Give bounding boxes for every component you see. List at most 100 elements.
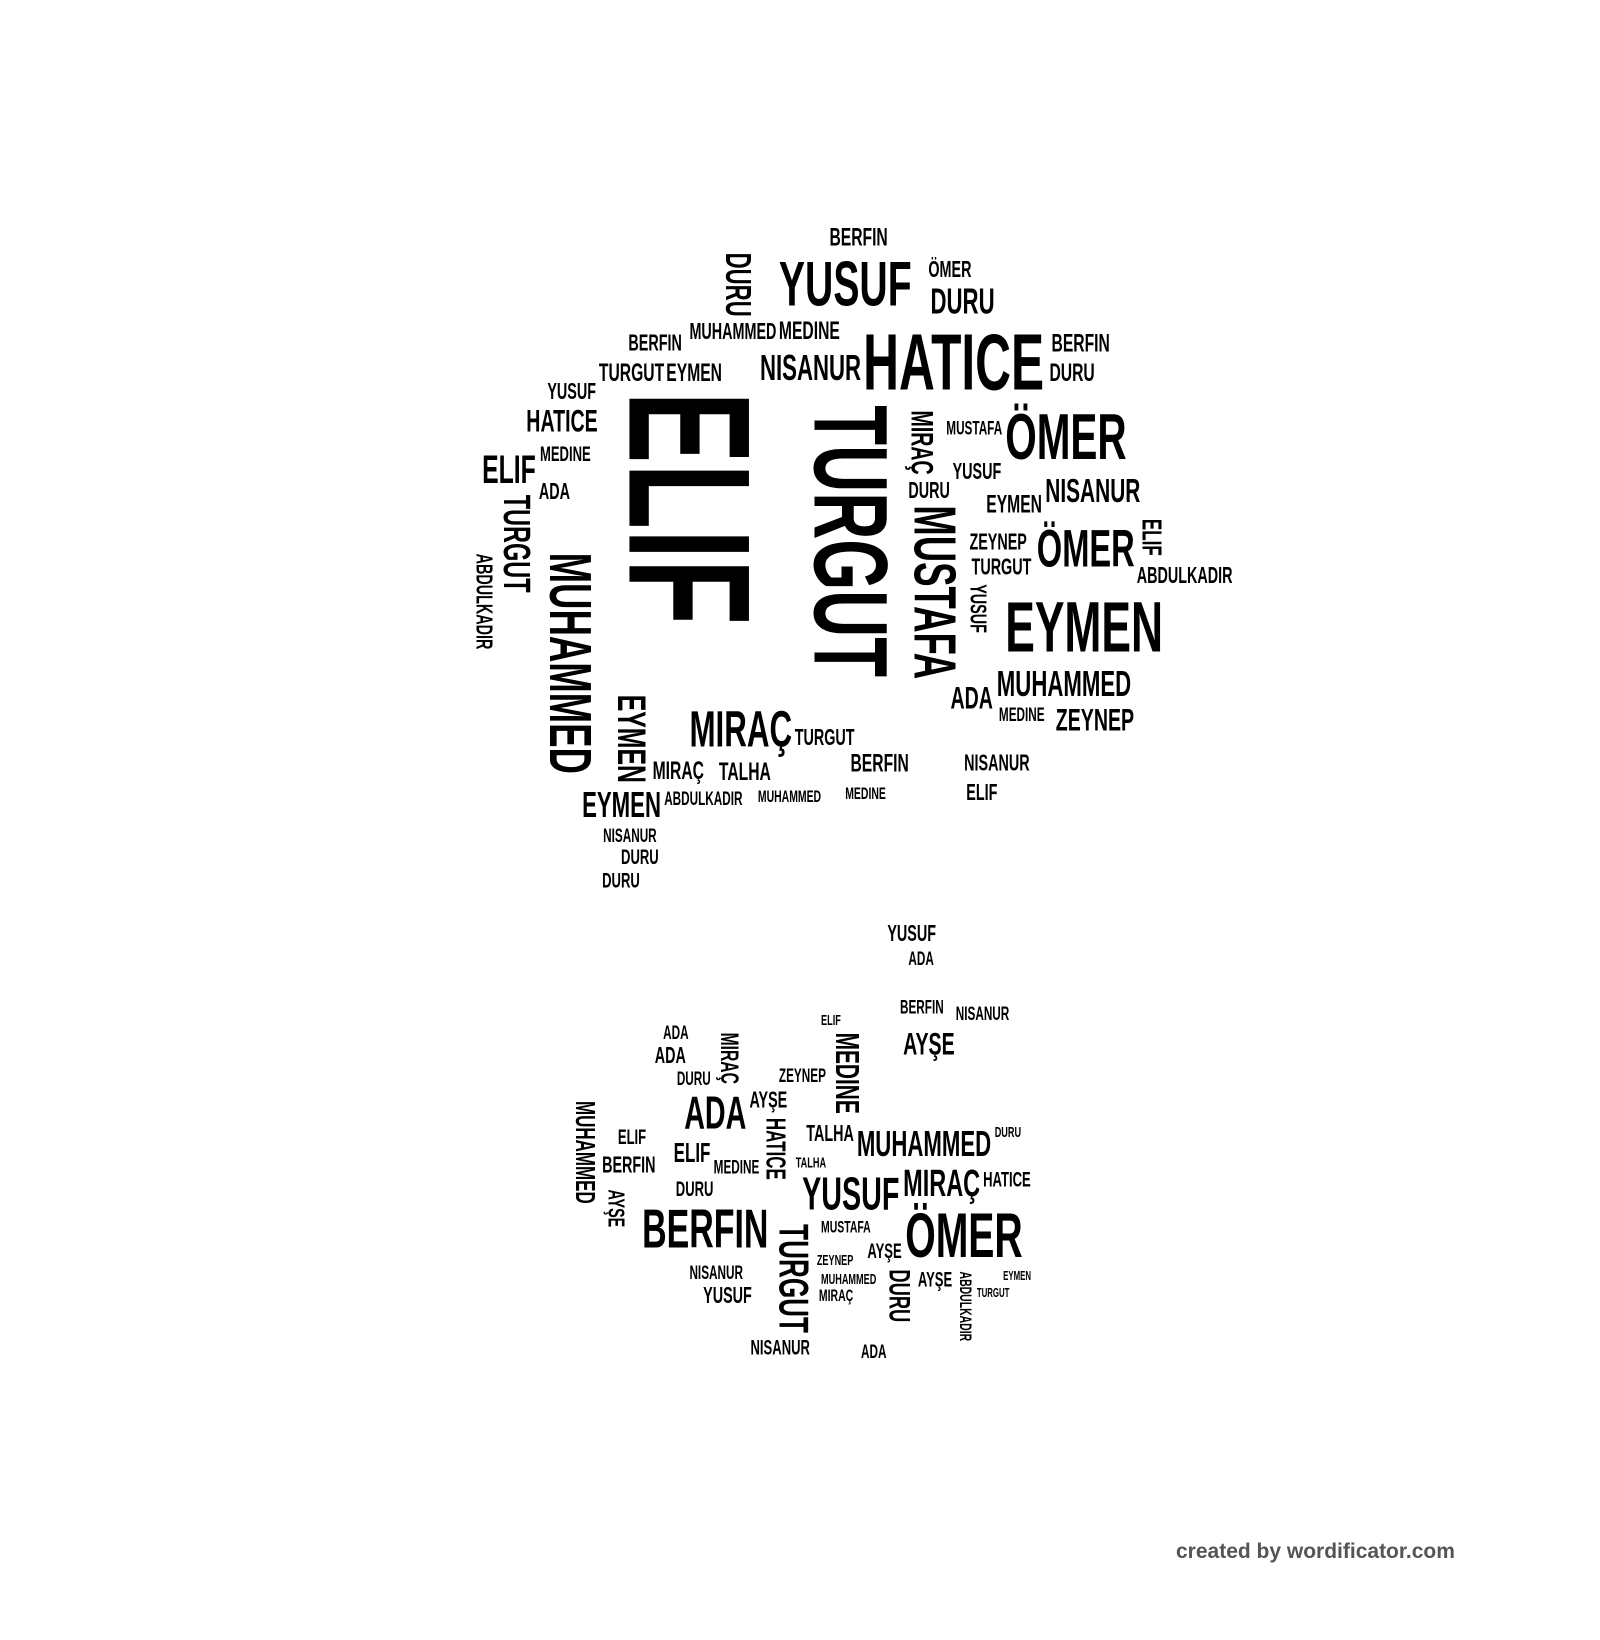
- word-abdulkadir: ABDULKADIR: [471, 553, 498, 650]
- word-muhammed: MUHAMMED: [689, 317, 777, 344]
- word-yusuf: YUSUF: [547, 377, 597, 404]
- word-medine: MEDINE: [845, 785, 886, 804]
- word-nisanur: NISANUR: [1044, 471, 1140, 509]
- word-eymen: EYMEN: [582, 785, 662, 826]
- word-mirac: MIRAÇ: [818, 1287, 854, 1306]
- word-muhammed: MUHAMMED: [996, 663, 1131, 704]
- word-nisanur: NISANUR: [750, 1336, 810, 1360]
- word-elif-large: ELIF: [592, 391, 787, 625]
- word-ada: ADA: [654, 1042, 686, 1069]
- word-duru: DURU: [675, 1177, 714, 1202]
- word-mirac: MIRAÇ: [903, 1161, 981, 1205]
- word-hatice: HATICE: [759, 1117, 792, 1180]
- word-zeynep: ZEYNEP: [1055, 703, 1135, 739]
- word-nisanur: NISANUR: [955, 1003, 1010, 1025]
- word-mustafa: MUSTAFA: [902, 505, 969, 680]
- word-elif: ELIF: [673, 1136, 711, 1169]
- word-mirac: MIRAÇ: [904, 410, 939, 475]
- word-omer: ÖMER: [928, 255, 972, 282]
- word-duru: DURU: [621, 846, 659, 870]
- word-eymen: EYMEN: [1002, 1268, 1031, 1284]
- word-talha: TALHA: [806, 1119, 854, 1147]
- word-duru: DURU: [602, 869, 640, 893]
- word-medine: MEDINE: [999, 703, 1046, 725]
- word-omer: ÖMER: [1036, 518, 1135, 578]
- word-muhammed: MUHAMMED: [856, 1124, 992, 1165]
- word-eymen: EYMEN: [1005, 587, 1164, 668]
- word-duru: DURU: [883, 1269, 916, 1323]
- word-nisanur: NISANUR: [689, 1262, 743, 1284]
- word-ayse: AYŞE: [867, 1239, 902, 1263]
- word-nisanur: NISANUR: [603, 825, 657, 847]
- word-medine: MEDINE: [828, 1032, 867, 1114]
- word-yusuf: YUSUF: [887, 919, 937, 947]
- word-yusuf: YUSUF: [703, 1282, 752, 1309]
- word-ayse: AYŞE: [749, 1086, 788, 1113]
- word-abdulkadir: ABDULKADIR: [664, 788, 743, 810]
- word-eymen: EYMEN: [666, 358, 723, 388]
- word-yusuf: YUSUF: [952, 457, 1002, 484]
- word-ada: ADA: [684, 1087, 747, 1139]
- word-zeynep: ZEYNEP: [778, 1065, 826, 1087]
- word-duru: DURU: [994, 1123, 1022, 1140]
- word-mirac: MIRAÇ: [689, 702, 793, 758]
- word-berfin: BERFIN: [899, 996, 944, 1018]
- word-muhammed: MUHAMMED: [757, 788, 822, 807]
- word-elif: ELIF: [821, 1011, 841, 1029]
- word-turgut: TURGUT: [976, 1285, 1010, 1300]
- word-muhammed: MUHAMMED: [537, 552, 604, 774]
- word-muhammed: MUHAMMED: [820, 1269, 877, 1287]
- word-turgut-large: TURGUT: [791, 405, 910, 678]
- word-ada: ADA: [950, 681, 993, 717]
- word-berfin: BERFIN: [829, 223, 888, 252]
- word-muhammed: MUHAMMED: [569, 1101, 602, 1204]
- word-ayse: AYŞE: [603, 1189, 630, 1228]
- word-talha: TALHA: [718, 757, 771, 787]
- word-elif: ELIF: [966, 778, 998, 806]
- word-hatice: HATICE: [863, 317, 1045, 408]
- word-berfin: BERFIN: [850, 749, 909, 778]
- word-duru: DURU: [929, 282, 995, 323]
- word-omer: ÖMER: [1005, 401, 1127, 474]
- word-turgut: TURGUT: [495, 494, 539, 593]
- word-medine: MEDINE: [539, 442, 591, 466]
- word-ada: ADA: [861, 1341, 887, 1363]
- word-duru: DURU: [676, 1068, 711, 1090]
- word-hatice: HATICE: [526, 404, 598, 439]
- word-yusuf: YUSUF: [778, 248, 912, 319]
- word-abdulkadir: ABDULKADIR: [955, 1271, 974, 1341]
- word-ayse: AYŞE: [917, 1268, 953, 1292]
- word-berfin: BERFIN: [627, 329, 682, 357]
- word-abdulkadir: ABDULKADIR: [1136, 561, 1233, 588]
- word-ada: ADA: [663, 1022, 689, 1044]
- word-turgut: TURGUT: [598, 358, 665, 388]
- word-berfin: BERFIN: [642, 1198, 769, 1260]
- word-ada: ADA: [538, 477, 571, 505]
- word-zeynep: ZEYNEP: [816, 1251, 854, 1269]
- word-medine: MEDINE: [713, 1156, 760, 1178]
- word-zeynep: ZEYNEP: [969, 528, 1028, 555]
- word-turgut: TURGUT: [971, 554, 1032, 581]
- word-elif: ELIF: [482, 448, 536, 493]
- word-nisanur: NISANUR: [964, 749, 1030, 776]
- word-mustafa: MUSTAFA: [946, 417, 1003, 439]
- word-duru: DURU: [1049, 358, 1095, 388]
- word-omer: ÖMER: [905, 1199, 1024, 1271]
- wordificator-credit: created by wordificator.com: [1176, 1540, 1455, 1563]
- word-ayse: AYŞE: [903, 1027, 955, 1063]
- word-hatice: HATICE: [982, 1168, 1031, 1192]
- word-eymen: EYMEN: [986, 490, 1043, 519]
- word-turgut: TURGUT: [794, 724, 855, 751]
- word-mirac: MIRAÇ: [652, 756, 704, 786]
- word-duru: DURU: [717, 252, 758, 318]
- word-turgut: TURGUT: [770, 1224, 817, 1334]
- word-talha: TALHA: [795, 1153, 826, 1171]
- word-mirac: MIRAÇ: [714, 1032, 744, 1084]
- word-berfin: BERFIN: [1051, 329, 1111, 359]
- word-elif: ELIF: [617, 1126, 647, 1150]
- word-eymen: EYMEN: [608, 694, 653, 783]
- word-berfin: BERFIN: [602, 1151, 656, 1178]
- word-mustafa: MUSTAFA: [821, 1218, 872, 1237]
- word-yusuf: YUSUF: [802, 1168, 900, 1220]
